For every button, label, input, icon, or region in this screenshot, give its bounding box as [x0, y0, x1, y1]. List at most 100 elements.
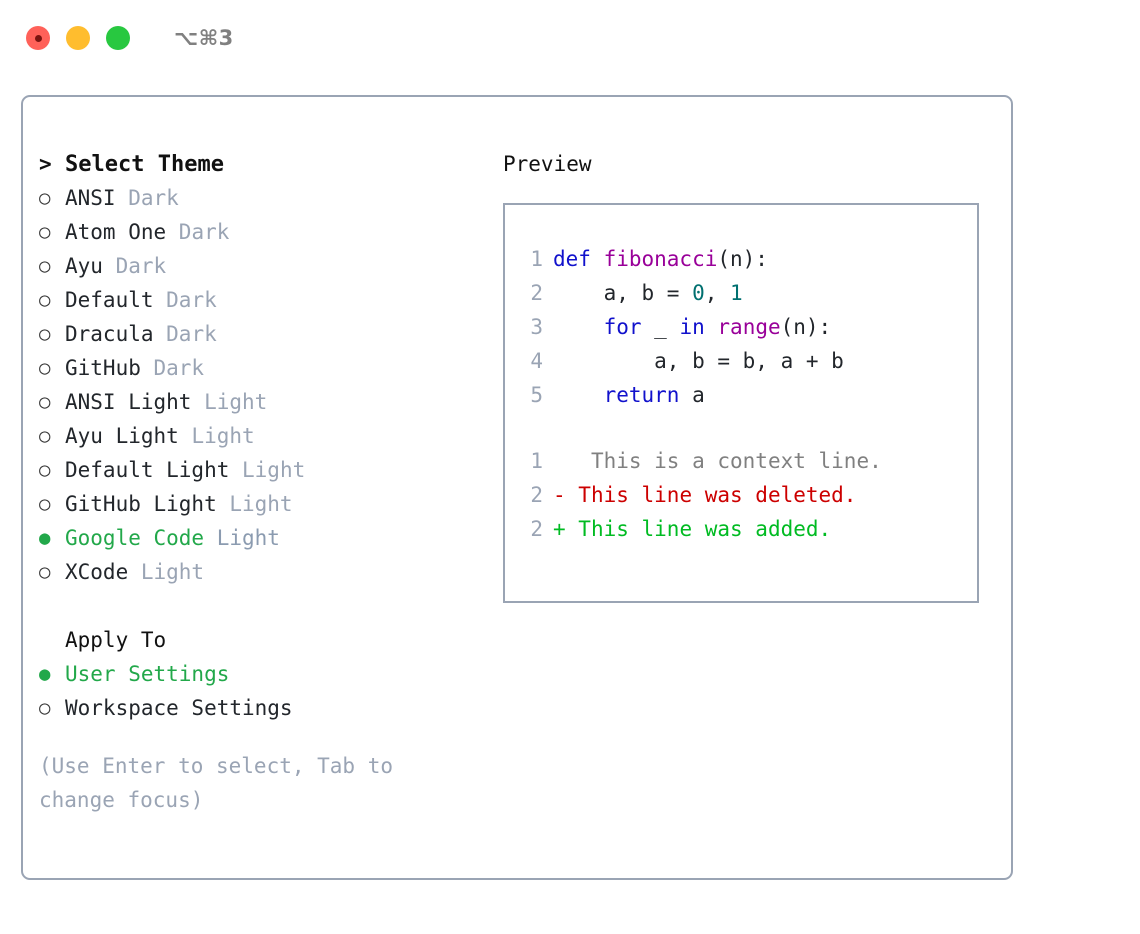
theme-variant-badge: Dark: [153, 322, 217, 346]
theme-option-label: Dracula: [65, 322, 154, 346]
theme-option-github-light[interactable]: ○ GitHub Light Light: [39, 487, 489, 521]
apply-to-option-workspace-settings[interactable]: ○ Workspace Settings: [39, 691, 489, 725]
theme-variant-badge: Light: [229, 458, 306, 482]
theme-option-label: GitHub Light: [65, 492, 217, 516]
code-token-pl: a, b =: [553, 281, 693, 305]
apply-to-option-list: ●User Settings ○ Workspace Settings: [39, 657, 489, 725]
theme-option-default-light[interactable]: ○ Default Light Light: [39, 453, 489, 487]
theme-option-label: XCode: [65, 560, 129, 584]
diff-line-ctx: 1 This is a context line.: [517, 449, 969, 483]
code-line: 2 a, b = 0, 1: [517, 281, 969, 315]
theme-variant-badge: Light: [128, 560, 205, 584]
theme-option-default[interactable]: ○Default Dark: [39, 283, 489, 317]
theme-option-dracula[interactable]: ○ Dracula Dark: [39, 317, 489, 351]
theme-option-label: Atom One: [65, 220, 167, 244]
radio-unselected-icon: ○: [39, 221, 51, 243]
theme-option-label: Default: [65, 288, 154, 312]
code-line-content: a, b = 0, 1: [553, 281, 743, 305]
diff-line-text: This is a context line.: [565, 449, 882, 473]
diff-line-number: 1: [530, 449, 543, 473]
code-line: 5 return a: [517, 383, 969, 417]
radio-unselected-icon: ○: [39, 493, 51, 515]
code-token-fn: range: [717, 315, 781, 339]
diff-line-content: - This line was deleted.: [553, 483, 856, 507]
code-token-num: 1: [730, 281, 743, 305]
code-line: 1 def fibonacci(n):: [517, 247, 969, 281]
apply-to-option-label: Workspace Settings: [65, 696, 293, 720]
theme-variant-badge: Dark: [166, 220, 230, 244]
code-token-num: 0: [692, 281, 705, 305]
code-line: 3 for _ in range(n):: [517, 315, 969, 349]
code-token-pl: a, b = b, a + b: [553, 349, 844, 373]
code-diff-spacer: [517, 417, 969, 449]
code-token-kw: def: [553, 247, 604, 271]
code-token-pl: [553, 315, 604, 339]
theme-option-ansi[interactable]: ○ANSI Dark: [39, 181, 489, 215]
diff-line-content: + This line was added.: [553, 517, 831, 541]
diff-sample-block: 1 This is a context line.2- This line wa…: [517, 449, 969, 551]
diff-marker-del: -: [553, 483, 566, 507]
keyboard-shortcut-label: ⌥⌘3: [174, 26, 234, 50]
radio-unselected-icon: ○: [39, 425, 51, 447]
minimize-button[interactable]: [66, 26, 90, 50]
radio-unselected-icon: ○: [39, 391, 51, 413]
close-button[interactable]: [26, 26, 50, 50]
apply-to-option-user-settings[interactable]: ●User Settings: [39, 657, 489, 691]
radio-unselected-icon: ○: [39, 255, 51, 277]
code-token-kw: return: [603, 383, 680, 407]
theme-option-xcode[interactable]: ○ XCode Light: [39, 555, 489, 589]
diff-line-number: 2: [530, 483, 543, 507]
theme-variant-badge: Dark: [115, 186, 179, 210]
theme-variant-badge: Light: [178, 424, 255, 448]
maximize-button[interactable]: [106, 26, 130, 50]
theme-option-list: ○ANSI Dark○Atom One Dark○Ayu Dark○Defaul…: [39, 181, 489, 589]
help-hint-text: (Use Enter to select, Tab to change focu…: [39, 754, 394, 812]
code-token-kw: in: [679, 315, 705, 339]
theme-variant-badge: Light: [191, 390, 268, 414]
radio-unselected-icon: ○: [39, 561, 51, 583]
theme-option-github[interactable]: ○ GitHub Dark: [39, 351, 489, 385]
theme-option-label: Google Code: [65, 526, 205, 550]
diff-line-add: 2 + This line was added.: [517, 517, 969, 551]
theme-variant-badge: Light: [204, 526, 280, 550]
diff-marker-ctx: [553, 449, 566, 473]
theme-variant-badge: Light: [216, 492, 293, 516]
theme-option-google-code[interactable]: ● Google Code Light: [39, 521, 489, 555]
radio-unselected-icon: ○: [39, 357, 51, 379]
theme-option-atom-one[interactable]: ○ Atom One Dark: [39, 215, 489, 249]
theme-variant-badge: Dark: [102, 254, 167, 278]
diff-line-number: 2: [530, 517, 543, 541]
theme-option-label: GitHub: [65, 356, 141, 380]
code-token-pl: (n):: [780, 315, 832, 339]
apply-to-label: Apply To: [65, 628, 167, 652]
radio-unselected-icon: ○: [39, 697, 51, 719]
theme-option-label: Ayu: [65, 254, 103, 278]
code-line-number: 2: [530, 281, 543, 305]
select-theme-header: > Select Theme: [39, 147, 489, 181]
diff-line-del: 2- This line was deleted.: [517, 483, 969, 517]
code-token-kw: for: [603, 315, 642, 339]
theme-option-label: Default Light: [65, 458, 230, 482]
code-line-content: for _ in range(n):: [553, 315, 832, 339]
code-line-number: 4: [530, 349, 543, 373]
theme-option-label: ANSI: [65, 186, 116, 210]
theme-option-label: Ayu Light: [65, 424, 179, 448]
code-line-content: def fibonacci(n):: [553, 247, 768, 271]
code-line-number: 5: [530, 383, 543, 407]
diff-line-text: This line was deleted.: [565, 483, 857, 507]
theme-option-ayu[interactable]: ○ Ayu Dark: [39, 249, 489, 283]
theme-option-ayu-light[interactable]: ○ Ayu Light Light: [39, 419, 489, 453]
radio-unselected-icon: ○: [39, 459, 51, 481]
code-line-content: a, b = b, a + b: [553, 349, 844, 373]
code-line: 4 a, b = b, a + b: [517, 349, 969, 383]
radio-unselected-icon: ○: [39, 323, 51, 345]
code-line-number: 1: [530, 247, 543, 271]
theme-option-label: ANSI Light: [65, 390, 192, 414]
theme-option-ansi-light[interactable]: ○ ANSI Light Light: [39, 385, 489, 419]
theme-variant-badge: Dark: [140, 356, 205, 380]
code-token-pl: _: [641, 315, 680, 339]
radio-selected-icon: ●: [39, 527, 51, 549]
